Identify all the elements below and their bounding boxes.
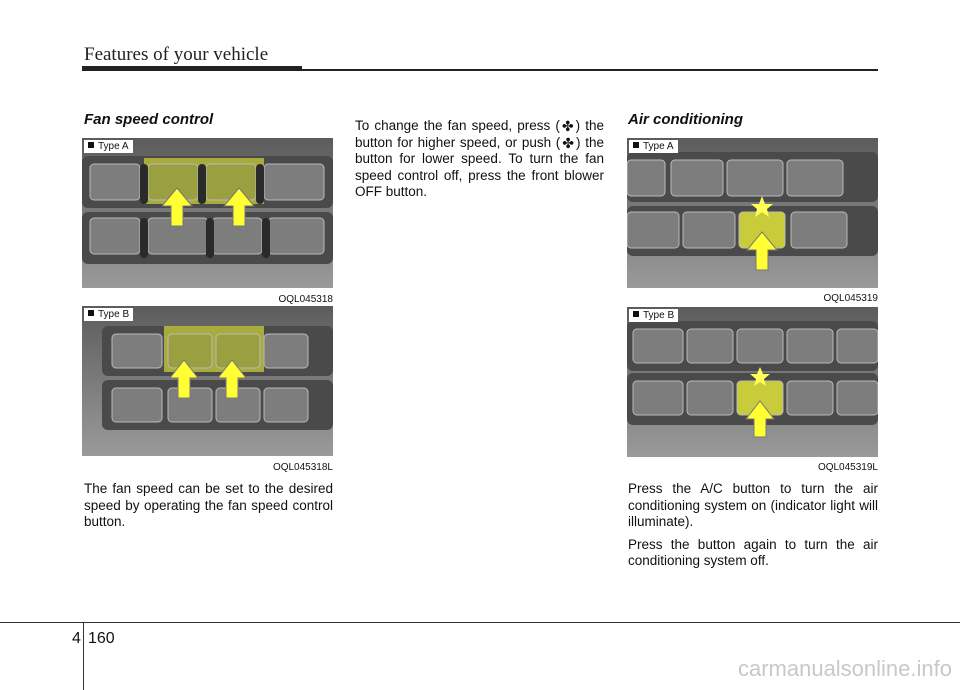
chapter-number: 4 xyxy=(72,630,81,647)
header-rule-thick xyxy=(82,66,302,71)
fan-body-text: The fan speed can be set to the desired … xyxy=(84,481,333,529)
fan-fig-b-code: OQL045318L xyxy=(272,462,333,473)
fan-figure-type-a: Type A xyxy=(82,138,333,288)
ac-body-text: Press the A/C button to turn the air con… xyxy=(628,481,878,576)
header-title: Features of your vehicle xyxy=(84,44,269,65)
ac-fig-b-code: OQL045319L xyxy=(817,462,878,473)
watermark: carmanualsonline.info xyxy=(737,656,952,681)
footer-vertical-rule xyxy=(83,622,84,690)
fan-up-icon: ✤ xyxy=(561,118,574,134)
ac-type-a-label: Type A xyxy=(629,140,678,153)
ac-heading: Air conditioning xyxy=(628,111,743,128)
page-number: 160 xyxy=(88,630,115,647)
header-rule-thin xyxy=(300,69,878,71)
ac-type-b-label: Type B xyxy=(629,309,679,322)
footer-rule xyxy=(0,622,960,623)
fan-fig-a-code: OQL045318 xyxy=(278,294,334,305)
fan-down-icon: ✤ xyxy=(562,134,575,151)
ac-fig-a-code: OQL045319 xyxy=(823,293,879,304)
fan-change-text: To change the fan speed, press (✤) the b… xyxy=(355,118,604,199)
fan-type-a-label: Type A xyxy=(84,140,133,153)
ac-body-paragraph-1: Press the A/C button to turn the air con… xyxy=(628,481,878,529)
fan-speed-heading: Fan speed control xyxy=(84,111,214,128)
fan-figure-type-b: Type B xyxy=(82,306,333,456)
ac-figure-type-b: Type B xyxy=(627,307,878,457)
ac-figure-type-a: Type A xyxy=(627,138,878,288)
ac-body-paragraph-2: Press the button again to turn the air c… xyxy=(628,536,878,569)
fan-type-b-label: Type B xyxy=(84,308,134,321)
